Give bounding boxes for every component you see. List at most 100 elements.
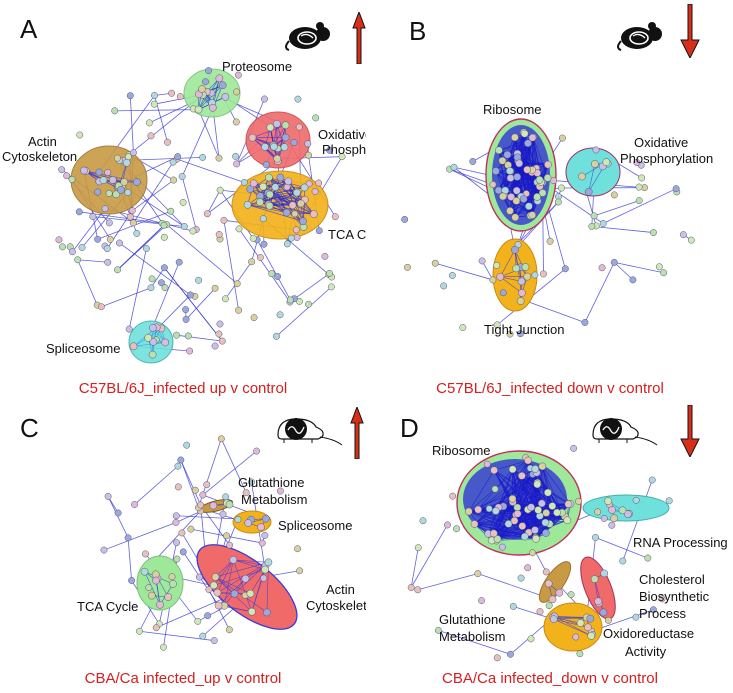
interaction-edge bbox=[547, 492, 563, 513]
protein-node bbox=[576, 619, 585, 627]
protein-node bbox=[142, 245, 150, 252]
protein-node bbox=[508, 465, 517, 474]
caption-b: C57BL/6J_infected down v control bbox=[436, 380, 664, 397]
protein-node bbox=[542, 568, 550, 576]
protein-node bbox=[129, 342, 138, 351]
protein-node bbox=[543, 174, 552, 182]
panel-c: C Glutathione Metabolism Spliceosome TCA… bbox=[0, 405, 366, 693]
protein-node bbox=[160, 233, 168, 241]
protein-node bbox=[187, 525, 195, 533]
protein-node bbox=[449, 492, 457, 500]
network-c bbox=[100, 435, 304, 651]
protein-node bbox=[223, 532, 231, 540]
interaction-edge bbox=[252, 124, 286, 138]
protein-node bbox=[261, 565, 269, 574]
protein-node bbox=[142, 550, 149, 558]
interaction-edge bbox=[215, 576, 235, 594]
protein-node bbox=[295, 123, 303, 131]
protein-node bbox=[523, 165, 532, 174]
protein-node bbox=[649, 229, 657, 237]
interaction-edge bbox=[516, 143, 529, 178]
protein-node bbox=[230, 589, 239, 598]
protein-node bbox=[128, 577, 136, 584]
protein-node bbox=[114, 509, 122, 517]
protein-node bbox=[195, 276, 203, 284]
label-oxidative-1: Oxidative bbox=[634, 135, 689, 150]
interaction-edge bbox=[593, 200, 640, 217]
protein-node bbox=[184, 332, 192, 340]
protein-node bbox=[644, 554, 652, 562]
interaction-edge bbox=[614, 262, 664, 274]
protein-node bbox=[276, 311, 284, 319]
interaction-edge bbox=[269, 177, 281, 206]
protein-node bbox=[219, 510, 227, 518]
caption-d: CBA/Ca infected_down v control bbox=[442, 670, 658, 687]
protein-node bbox=[300, 183, 309, 192]
protein-node bbox=[168, 573, 176, 581]
protein-node bbox=[541, 518, 550, 527]
label-oxidoreductase-1: Oxidoreductase bbox=[603, 626, 695, 641]
cluster-oxidoreductase bbox=[543, 602, 603, 652]
protein-node bbox=[533, 480, 542, 489]
protein-node bbox=[286, 296, 294, 304]
protein-node bbox=[331, 213, 339, 221]
protein-node bbox=[493, 535, 502, 543]
protein-node bbox=[513, 173, 522, 181]
network-b-nodes bbox=[401, 128, 695, 338]
interaction-edge bbox=[273, 125, 286, 146]
interaction-edge bbox=[468, 492, 548, 512]
protein-node bbox=[203, 481, 211, 489]
label-ribosome: Ribosome bbox=[483, 102, 542, 117]
label-tight-junction: Tight Junction bbox=[484, 322, 565, 337]
interaction-edge bbox=[288, 181, 304, 222]
protein-node bbox=[120, 178, 129, 186]
caption-c: CBA/Ca infected_up v control bbox=[84, 670, 282, 687]
interaction-edge bbox=[497, 537, 536, 540]
protein-node bbox=[490, 466, 498, 475]
protein-node bbox=[221, 92, 230, 101]
protein-node bbox=[253, 447, 261, 455]
protein-node bbox=[174, 483, 182, 491]
protein-node bbox=[660, 269, 668, 277]
protein-node bbox=[515, 159, 524, 168]
protein-node bbox=[284, 177, 293, 186]
protein-node bbox=[304, 140, 312, 148]
interaction-edge bbox=[250, 569, 266, 594]
protein-node bbox=[249, 234, 257, 242]
protein-node bbox=[261, 143, 269, 151]
protein-node bbox=[199, 153, 207, 161]
protein-node bbox=[160, 264, 168, 272]
interaction-edge bbox=[128, 248, 147, 330]
protein-node bbox=[128, 207, 136, 215]
protein-node bbox=[528, 133, 537, 142]
interaction-edge bbox=[514, 249, 528, 277]
arrow-up-icon bbox=[352, 12, 366, 64]
protein-node bbox=[531, 526, 539, 534]
protein-node bbox=[632, 613, 640, 621]
protein-node bbox=[178, 529, 186, 537]
protein-node bbox=[235, 306, 243, 314]
protein-node bbox=[221, 295, 229, 303]
protein-node bbox=[229, 555, 238, 564]
interaction-edge bbox=[468, 470, 495, 512]
protein-node bbox=[293, 234, 301, 241]
label-glutathione-2: Metabolism bbox=[241, 492, 308, 507]
interaction-edge bbox=[202, 450, 257, 496]
protein-node bbox=[145, 119, 153, 127]
protein-node bbox=[112, 190, 121, 199]
network-d bbox=[407, 444, 673, 662]
protein-node bbox=[553, 508, 561, 517]
protein-node bbox=[321, 252, 329, 260]
protein-node bbox=[225, 500, 234, 509]
protein-node bbox=[243, 200, 252, 209]
interaction-edge bbox=[247, 204, 304, 222]
interaction-edge bbox=[495, 170, 512, 198]
protein-node bbox=[174, 462, 182, 470]
protein-node bbox=[534, 506, 543, 514]
interaction-edge bbox=[481, 260, 494, 281]
label-ribosome: Ribosome bbox=[432, 443, 491, 458]
interaction-edge bbox=[516, 176, 530, 207]
protein-node bbox=[559, 134, 566, 142]
interaction-edge bbox=[181, 107, 214, 177]
protein-node bbox=[222, 493, 230, 501]
